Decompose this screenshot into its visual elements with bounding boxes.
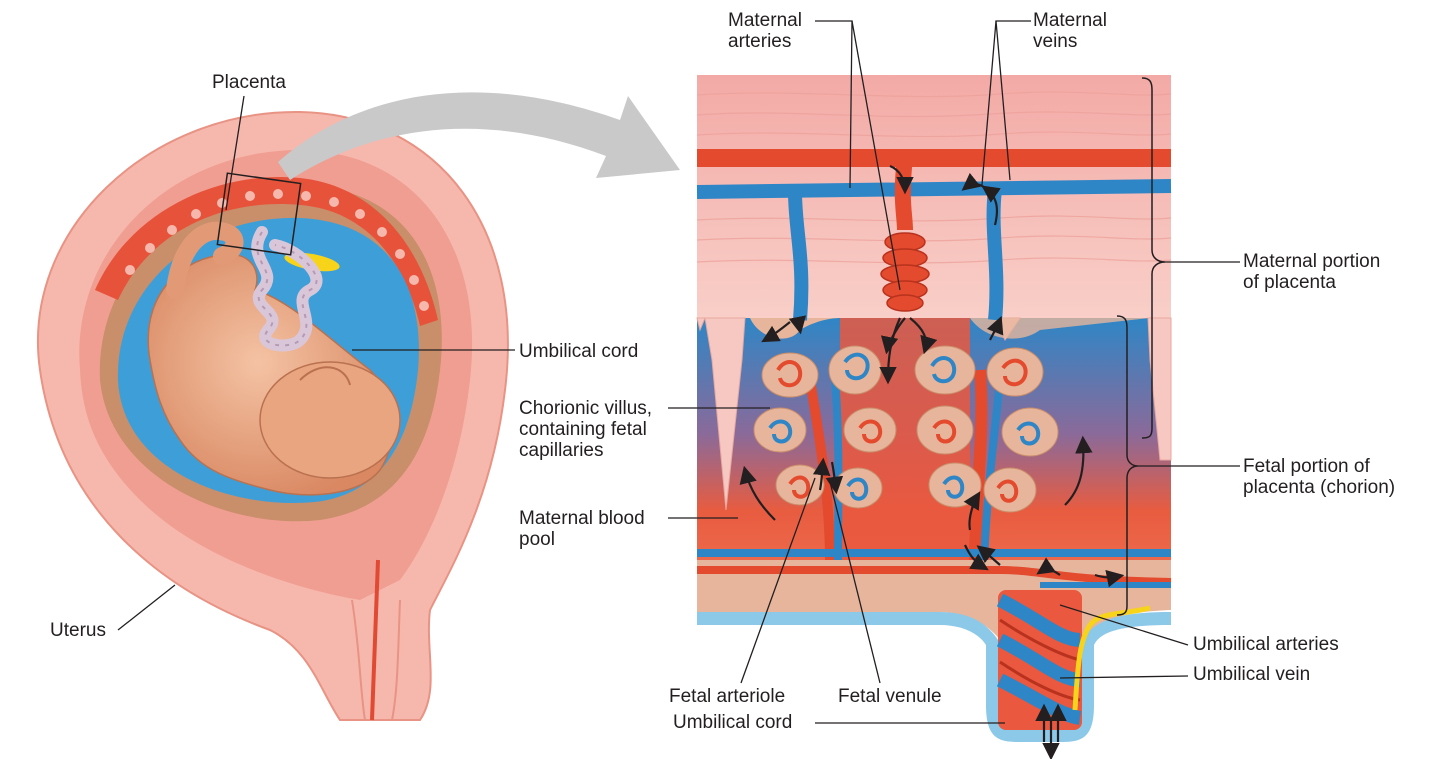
label-uterus: Uterus	[50, 620, 106, 641]
label-chorionic-villus: Chorionic villus, containing fetal capil…	[519, 398, 652, 461]
label-maternal-portion: Maternal portion of placenta	[1243, 251, 1380, 293]
label-fetal-venule: Fetal venule	[838, 686, 942, 707]
label-fetal-portion: Fetal portion of placenta (chorion)	[1243, 456, 1395, 498]
label-umbilical-vein: Umbilical vein	[1193, 664, 1310, 685]
label-umbilical-cord-bottom: Umbilical cord	[673, 712, 792, 733]
label-umbilical-arteries: Umbilical arteries	[1193, 634, 1339, 655]
uterus-illustration	[38, 112, 508, 720]
label-umbilical-cord-left: Umbilical cord	[519, 341, 638, 362]
maternal-vein-vessel	[697, 186, 1171, 192]
label-maternal-veins: Maternal veins	[1033, 10, 1107, 52]
placenta-cross-section	[697, 75, 1171, 756]
label-maternal-arteries: Maternal arteries	[728, 10, 802, 52]
label-placenta: Placenta	[212, 72, 286, 93]
umbilical-cord-right	[998, 590, 1082, 730]
label-fetal-arteriole: Fetal arteriole	[669, 686, 785, 707]
label-maternal-blood-pool: Maternal blood pool	[519, 508, 645, 550]
